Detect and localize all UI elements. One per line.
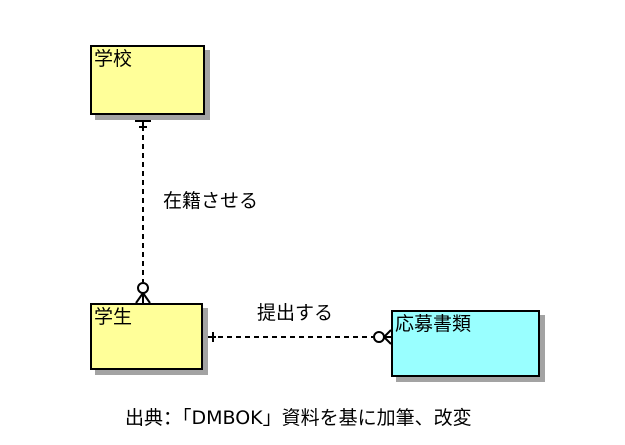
source-caption: 出典：「DMBOK」資料を基に加筆、改変: [125, 407, 472, 429]
one-and-only-one-symbol: [206, 329, 214, 345]
relationship-line-enroll: [135, 115, 151, 304]
relationship-label-submit: 提出する: [257, 302, 334, 324]
entity-student-label: 学生: [94, 306, 133, 328]
relationship-label-enroll: 在籍させる: [163, 190, 259, 212]
one-and-only-one-symbol: [135, 120, 151, 128]
entity-student: 学生: [90, 303, 203, 370]
zero-or-many-symbol: [373, 329, 392, 345]
entity-school-label: 学校: [94, 48, 133, 70]
entity-school: 学校: [90, 45, 205, 115]
entity-application-documents: 応募書類: [391, 310, 540, 377]
relationship-line-submit: [203, 329, 392, 345]
zero-or-many-symbol: [135, 282, 151, 304]
entity-application-documents-label: 応募書類: [395, 313, 472, 335]
